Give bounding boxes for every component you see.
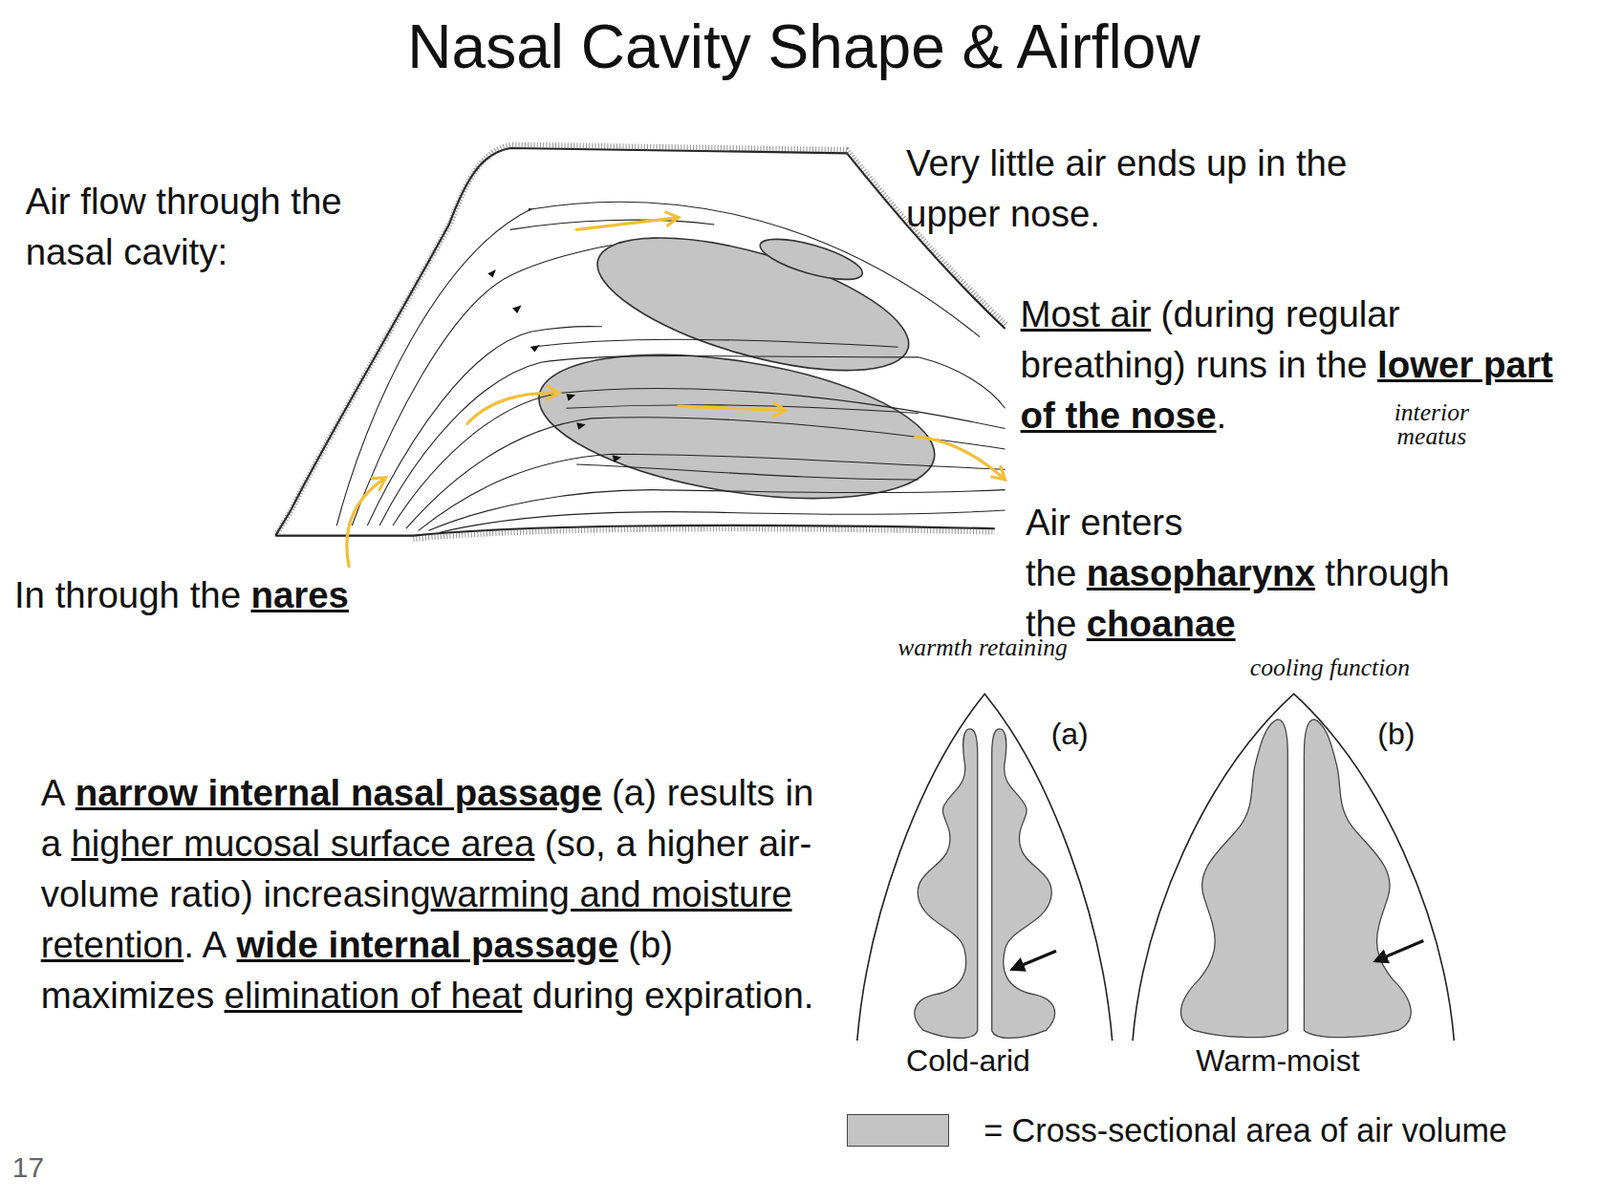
label-text: Warm-moist <box>1195 1043 1360 1079</box>
panel-caption: Warm-moist <box>1195 1042 1401 1080</box>
label-text: Cold-arid <box>906 1043 1031 1079</box>
label-text: . A <box>183 924 227 966</box>
label-text: (b) <box>1377 716 1415 752</box>
handwritten-note: warmth retaining <box>886 634 1081 662</box>
cross-section-warm-moist <box>1132 693 1454 1041</box>
label-text: interior meatus <box>1394 398 1470 452</box>
label-text: Very little air ends up in the upper nos… <box>906 142 1347 235</box>
page-number: 17 <box>12 1150 74 1186</box>
panel-letter: (a) <box>1051 715 1113 753</box>
nasal-cavity-section <box>275 145 1007 567</box>
emphasis-text: elimination of heat <box>224 974 523 1017</box>
label-text: In through the <box>14 574 241 616</box>
label-text: A <box>41 772 66 814</box>
label-text: (a) <box>1051 716 1089 752</box>
cross-section-cold-arid <box>857 693 1113 1041</box>
label-text: Air flow through the nasal cavity: <box>25 180 343 273</box>
label-text: during expiration. <box>532 974 815 1017</box>
handwritten-note: interior meatus <box>1360 400 1503 450</box>
intro-note: Air flow through the nasal cavity: <box>25 175 424 278</box>
emphasis-text: higher mucosal surface area <box>70 822 535 865</box>
legend-row: = Cross-sectional area of air volume <box>846 1112 1508 1150</box>
panel-caption: Cold-arid <box>906 1042 1070 1080</box>
emphasis-text: nares <box>250 574 349 616</box>
legend-swatch <box>846 1114 950 1147</box>
emphasis-text: wide internal passage <box>236 924 618 966</box>
emphasis-text: narrow internal nasal passage <box>75 772 603 814</box>
upper-nose-note: Very little air ends up in the upper nos… <box>906 137 1386 239</box>
handwritten-note: cooling function <box>1250 654 1557 682</box>
emphasis-text: Most air <box>1020 293 1152 335</box>
nasopharynx-note: Air enters thenasopharynxthrough thechoa… <box>1025 497 1582 649</box>
label-text: warmth retaining <box>897 633 1068 662</box>
label-text: 17 <box>12 1151 44 1184</box>
nares-note: In through thenares <box>14 569 443 621</box>
label-text: . <box>1216 394 1228 436</box>
panel-letter: (b) <box>1377 715 1439 753</box>
passage-explanation: Anarrow internal nasal passage(a) result… <box>41 767 817 1021</box>
emphasis-text: nasopharynx <box>1086 552 1316 594</box>
lower-nose-note: Most air(during regular breathing) runs … <box>1020 288 1573 441</box>
slide-title: Nasal Cavity Shape & Airflow <box>3 12 1600 84</box>
emphasis-text: choanae <box>1086 603 1236 645</box>
label-text: cooling function <box>1250 653 1410 682</box>
legend-text: = Cross-sectional area of air volume <box>983 1112 1508 1150</box>
